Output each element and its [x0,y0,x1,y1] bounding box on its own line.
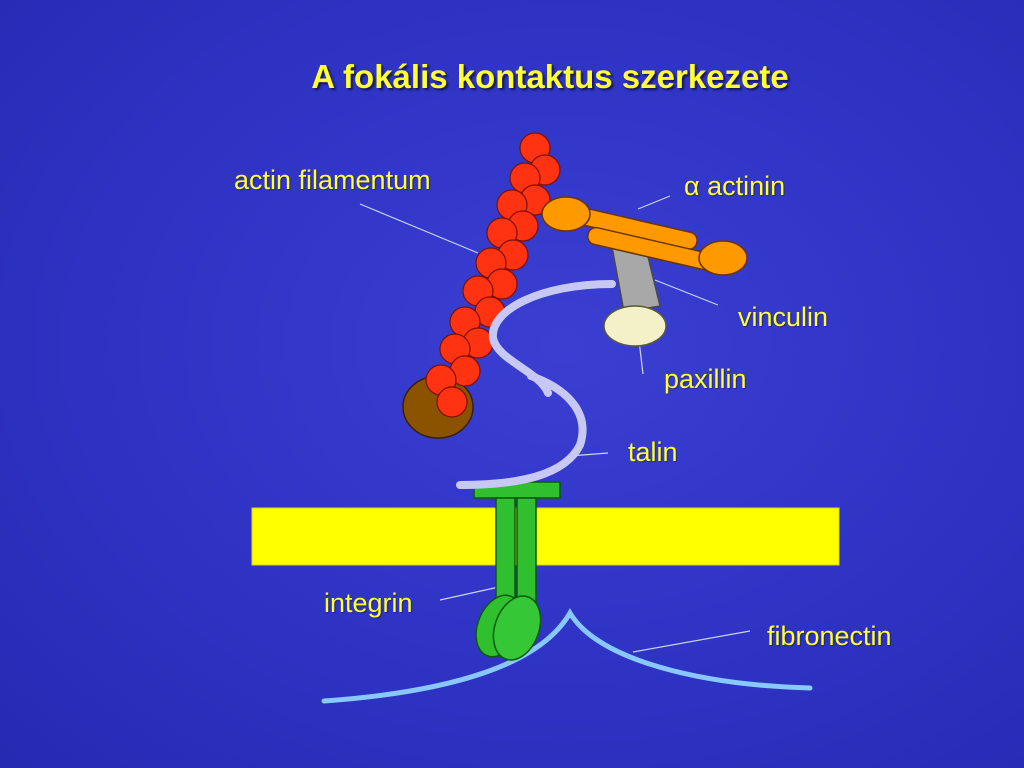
talin-label: talin [628,437,678,467]
alpha-actinin-head-right [698,240,748,276]
actin-leader-line [359,203,479,254]
actinin-label: actinin [707,171,786,201]
vinculin-label: vinculin [738,302,829,332]
paxillin-label: paxillin [664,364,747,394]
actinin-label-group: α actinin [684,171,785,202]
integrin-alpha-stalk [495,497,516,607]
cell-membrane [251,507,840,566]
actinin-leader-line [637,195,671,210]
paxillin-shape [603,305,667,347]
vinculin-leader-line [654,279,719,306]
integrin-beta-stalk [516,497,537,607]
integrin-label: integrin [324,588,413,618]
alpha-symbol: α [684,171,700,201]
talin-upper-segment [488,280,616,397]
talin-lower-segment [456,372,587,489]
actin-filament [425,132,561,418]
fibronectin-leader-line [632,630,751,653]
alpha-actinin-shape [541,196,748,276]
slide-title: A fokális kontaktus szerkezete [311,58,789,95]
actin-label: actin filamentum [234,165,431,195]
alpha-actinin-head-left [541,196,591,232]
integrin-beta-head [492,595,542,661]
fibronectin-label: fibronectin [767,621,892,651]
fibronectin-fiber [321,608,813,704]
